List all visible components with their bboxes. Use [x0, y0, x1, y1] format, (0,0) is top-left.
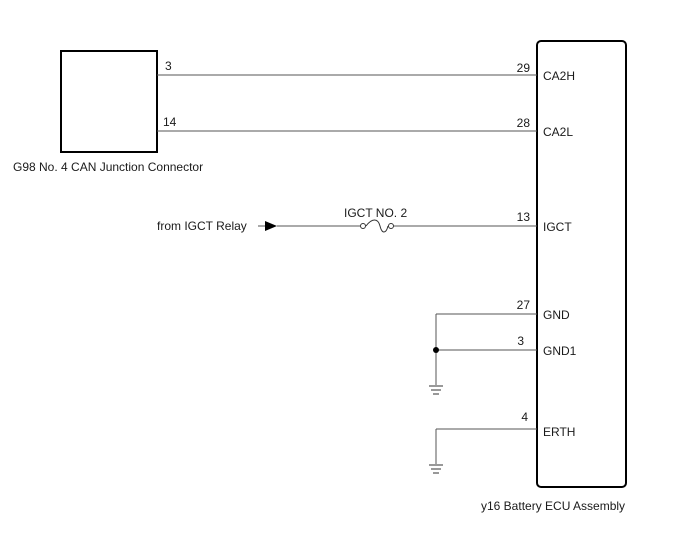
ecu-pin-4: 4	[521, 410, 528, 424]
battery-ecu-box	[536, 40, 627, 488]
splice-point	[433, 347, 439, 353]
source-label: from IGCT Relay	[157, 219, 247, 233]
ecu-pin-13: 13	[517, 210, 531, 224]
connector-pin-3: 3	[165, 59, 172, 73]
connector-pin-14: 14	[163, 115, 177, 129]
terminal-gnd1: GND1	[543, 344, 577, 358]
terminal-ca2l: CA2L	[543, 125, 573, 139]
fuse-label: IGCT NO. 2	[344, 206, 407, 220]
ecu-pin-3: 3	[517, 334, 524, 348]
fuse-terminal-right	[388, 223, 394, 229]
ecu-label: y16 Battery ECU Assembly	[481, 499, 625, 513]
terminal-igct: IGCT	[543, 220, 572, 234]
fuse-icon	[365, 219, 389, 233]
ecu-pin-28: 28	[517, 116, 531, 130]
ground-icon	[429, 385, 443, 395]
arrow-icon	[265, 221, 277, 231]
ground-icon	[429, 464, 443, 474]
fuse-terminal-left	[360, 223, 366, 229]
terminal-ca2h: CA2H	[543, 69, 575, 83]
can-junction-connector-box	[60, 50, 158, 153]
ecu-pin-27: 27	[517, 298, 531, 312]
ecu-pin-29: 29	[517, 61, 531, 75]
terminal-erth: ERTH	[543, 425, 575, 439]
connector-label: G98 No. 4 CAN Junction Connector	[13, 160, 203, 174]
terminal-gnd: GND	[543, 308, 570, 322]
